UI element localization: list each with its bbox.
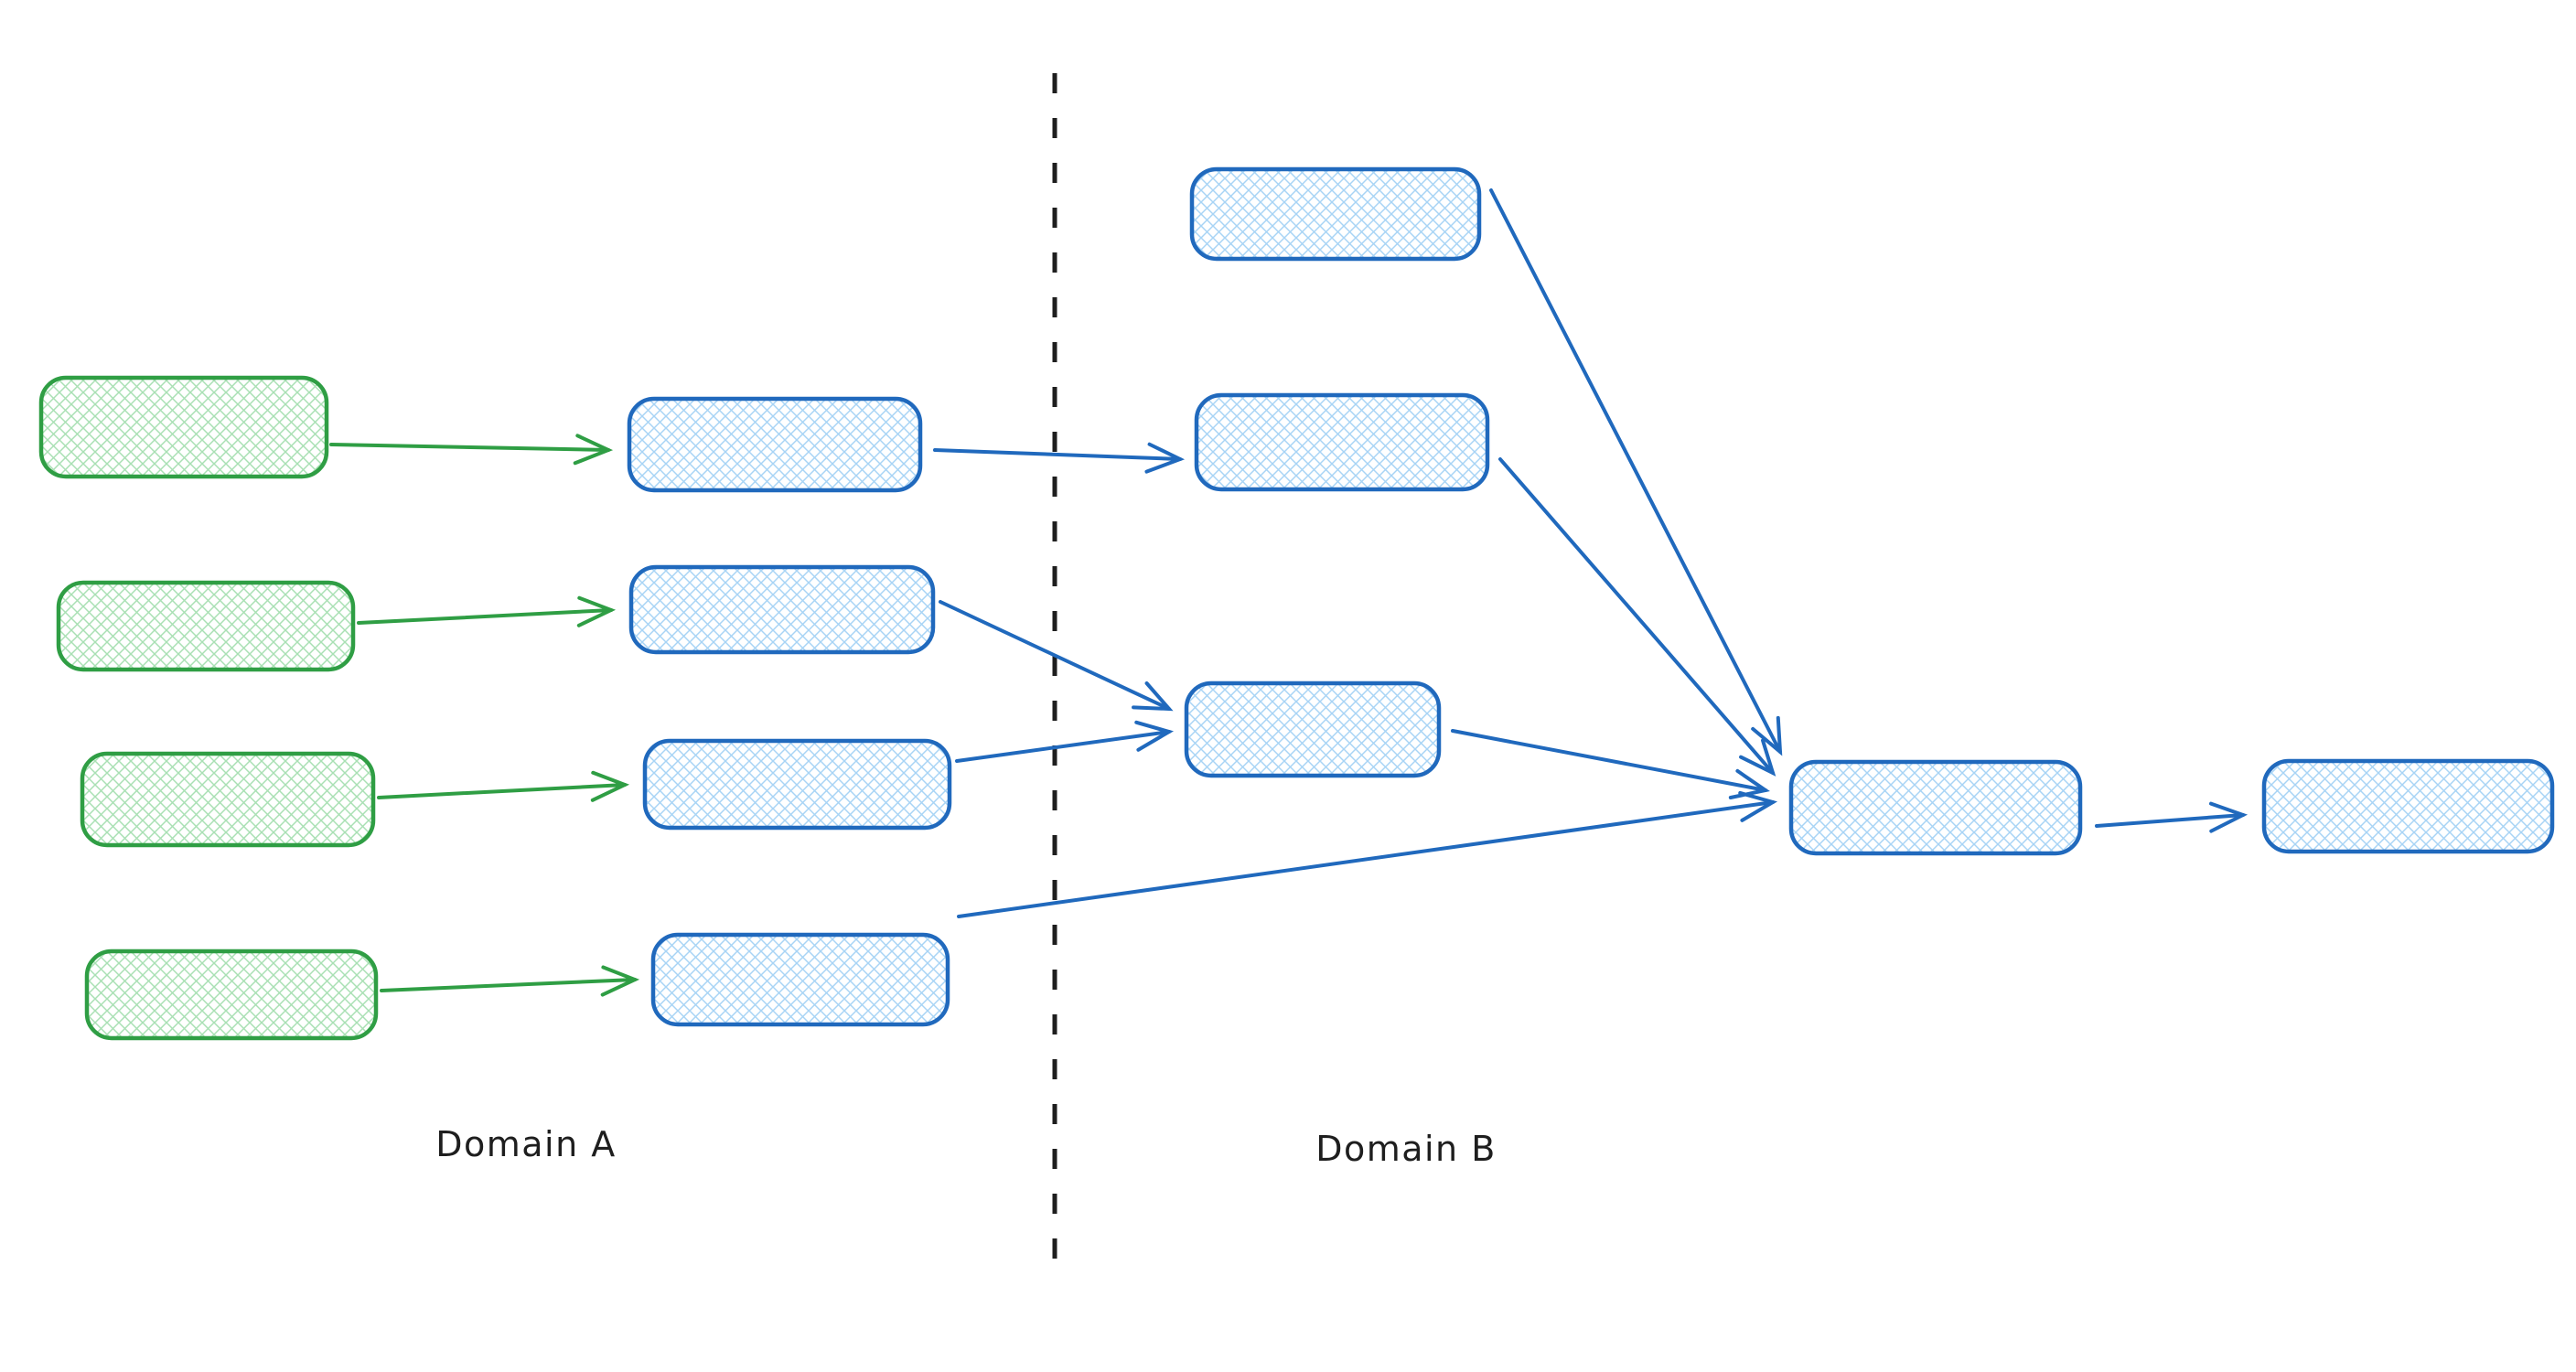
arrow-a-stage-2-to-b-node-3[interactable] bbox=[939, 600, 1174, 712]
node-a-source-2[interactable] bbox=[56, 580, 356, 672]
arrow-a-source-2-to-a-stage-2[interactable] bbox=[357, 595, 617, 627]
node-a-source-4[interactable] bbox=[84, 949, 379, 1041]
node-b-hub[interactable] bbox=[1788, 759, 2083, 856]
node-a-source-3[interactable] bbox=[80, 751, 376, 848]
arrow-a-stage-1-to-b-node-2[interactable] bbox=[933, 442, 1186, 474]
node-a-stage-3[interactable] bbox=[642, 738, 952, 831]
arrow-a-stage-3-to-b-node-3[interactable] bbox=[955, 720, 1175, 763]
node-a-stage-2[interactable] bbox=[628, 564, 936, 655]
arrow-a-source-4-to-a-stage-4[interactable] bbox=[380, 965, 640, 997]
node-b-3[interactable] bbox=[1184, 681, 1442, 778]
arrow-b-node-2-to-b-hub[interactable] bbox=[1498, 457, 1776, 777]
arrow-a-source-1-to-a-stage-1[interactable] bbox=[329, 434, 614, 466]
arrow-a-source-3-to-a-stage-3[interactable] bbox=[377, 770, 630, 802]
arrow-b-hub-to-b-output[interactable] bbox=[2095, 801, 2249, 833]
arrow-b-node-1-to-b-hub[interactable] bbox=[1489, 188, 1783, 756]
node-b-output[interactable] bbox=[2261, 758, 2555, 854]
node-b-1[interactable] bbox=[1189, 166, 1482, 262]
node-a-stage-4[interactable] bbox=[650, 932, 950, 1027]
node-a-stage-1[interactable] bbox=[627, 396, 923, 493]
arrow-a-stage-4-to-b-hub[interactable] bbox=[957, 790, 1778, 918]
node-b-2[interactable] bbox=[1194, 392, 1490, 492]
arrow-b-node-3-to-b-hub[interactable] bbox=[1451, 729, 1770, 800]
domain-a-label[interactable]: Domain A bbox=[435, 1124, 617, 1164]
node-a-source-1[interactable] bbox=[38, 375, 329, 479]
domain-b-label[interactable]: Domain B bbox=[1315, 1129, 1497, 1169]
